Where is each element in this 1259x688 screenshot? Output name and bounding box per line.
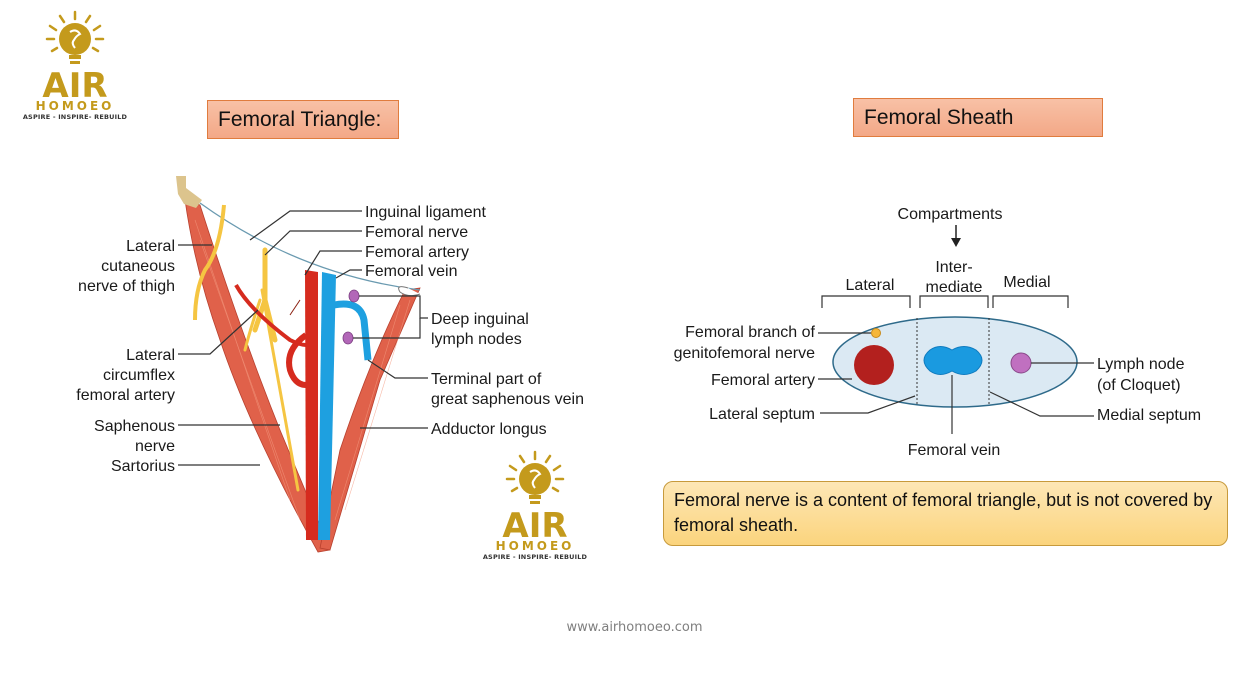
lymph-node-cloquet bbox=[1010, 352, 1032, 374]
femoral-sheath-diagram: Compartments Lateral Inter- mediate Medi… bbox=[674, 206, 1201, 459]
label-deep-inguinal-1: Deep inguinal bbox=[431, 311, 529, 328]
femoral-triangle-diagram: Inguinal ligament Femoral nerve Femoral … bbox=[76, 176, 584, 553]
lateral-circumflex-artery bbox=[234, 284, 307, 347]
femoral-nerve bbox=[243, 247, 300, 492]
label-sartorius: Sartorius bbox=[111, 458, 175, 475]
lymph-node-upper bbox=[348, 289, 360, 303]
label-lat-cut-2: cutaneous bbox=[101, 258, 175, 275]
lymph-node-lower bbox=[342, 331, 354, 345]
sheath-femoral-artery bbox=[854, 345, 894, 385]
compartment-brackets bbox=[821, 295, 1069, 308]
label-medial-septum: Medial septum bbox=[1097, 407, 1201, 424]
femoral-vein bbox=[318, 272, 336, 540]
label-lat-circ-2: circumflex bbox=[103, 367, 175, 384]
label-lat-cut-3: nerve of thigh bbox=[78, 278, 175, 295]
great-saphenous-vein bbox=[333, 300, 372, 361]
label-lymph-node-2: (of Cloquet) bbox=[1097, 377, 1181, 394]
label-saphenous-2: nerve bbox=[135, 438, 175, 455]
logo-tagline: ASPIRE - INSPIRE- REBUILD bbox=[22, 113, 128, 121]
sheath-femoral-vein bbox=[923, 346, 983, 375]
logo-watermark: AIR HOMOEO ASPIRE - INSPIRE- REBUILD bbox=[480, 450, 590, 561]
label-lateral-compartment: Lateral bbox=[846, 277, 895, 294]
lightbulb-logo-icon bbox=[45, 10, 105, 64]
label-femoral-nerve: Femoral nerve bbox=[365, 224, 468, 241]
label-lat-circ-1: Lateral bbox=[126, 347, 175, 364]
inguinal-ligament bbox=[199, 202, 421, 291]
logo-tagline: ASPIRE - INSPIRE- REBUILD bbox=[482, 553, 588, 561]
label-lat-circ-3: femoral artery bbox=[76, 387, 175, 404]
label-inguinal-ligament: Inguinal ligament bbox=[365, 204, 487, 221]
label-fem-branch-1: Femoral branch of bbox=[685, 324, 815, 341]
logo-brand-name: HOMOEO bbox=[35, 99, 115, 113]
iliac-spine-bone bbox=[176, 176, 202, 208]
femoral-artery bbox=[305, 270, 318, 540]
label-adductor-longus: Adductor longus bbox=[431, 421, 547, 438]
label-intermediate-2: mediate bbox=[926, 279, 983, 296]
label-lymph-node-1: Lymph node bbox=[1097, 356, 1185, 373]
label-lat-cut-1: Lateral bbox=[126, 238, 175, 255]
label-medial-compartment: Medial bbox=[1003, 274, 1050, 291]
femoral-triangle-title: Femoral Triangle: bbox=[207, 100, 399, 139]
label-sheath-femoral-artery: Femoral artery bbox=[711, 372, 815, 389]
lateral-cutaneous-nerve bbox=[193, 204, 226, 321]
logo-air-text: AIR bbox=[502, 506, 568, 546]
label-terminal-2: great saphenous vein bbox=[431, 391, 584, 408]
genitofemoral-nerve-branch bbox=[871, 328, 881, 338]
note-callout: Femoral nerve is a content of femoral tr… bbox=[663, 481, 1228, 546]
label-sheath-femoral-vein: Femoral vein bbox=[908, 442, 1000, 459]
label-femoral-artery: Femoral artery bbox=[365, 244, 469, 261]
logo-brand-name: HOMOEO bbox=[495, 539, 575, 553]
label-femoral-vein: Femoral vein bbox=[365, 263, 457, 280]
label-compartments: Compartments bbox=[898, 206, 1003, 223]
label-saphenous-1: Saphenous bbox=[94, 418, 175, 435]
logo-air-text: AIR bbox=[42, 66, 108, 106]
footer-website: www.airhomoeo.com bbox=[566, 620, 703, 635]
label-intermediate-1: Inter- bbox=[935, 259, 972, 276]
femoral-sheath-title: Femoral Sheath bbox=[853, 98, 1103, 137]
label-lateral-septum: Lateral septum bbox=[709, 406, 815, 423]
logo-top: AIR HOMOEO ASPIRE - INSPIRE- REBUILD bbox=[20, 10, 130, 121]
adductor-longus-muscle bbox=[319, 287, 421, 551]
lightbulb-logo-icon bbox=[505, 450, 565, 504]
label-deep-inguinal-2: lymph nodes bbox=[431, 331, 522, 348]
label-terminal-1: Terminal part of bbox=[431, 371, 542, 388]
label-fem-branch-2: genitofemoral nerve bbox=[674, 345, 816, 362]
